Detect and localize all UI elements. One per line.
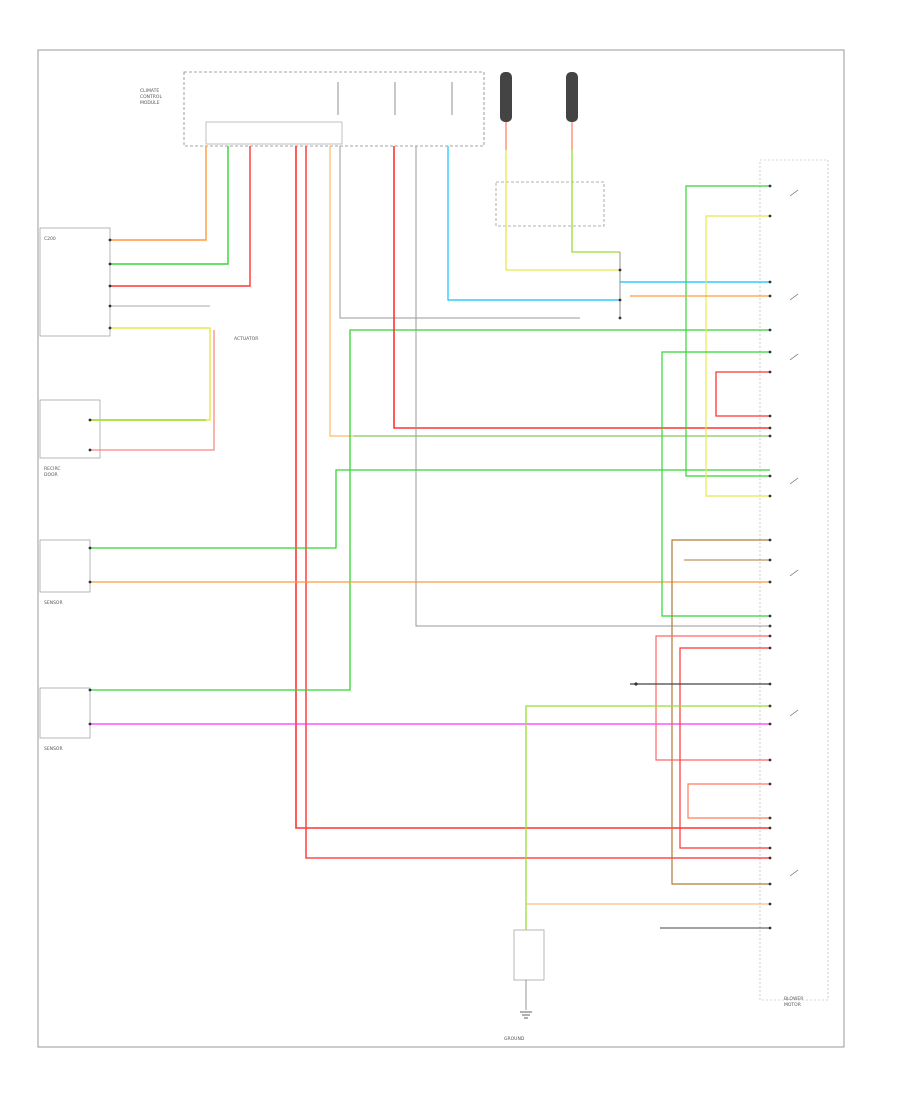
wire-salmon-lower (687, 783, 770, 819)
wire-red-recirc (90, 330, 215, 451)
wire-red-1 (110, 146, 251, 287)
wire-red-long-2 (305, 146, 770, 859)
wire-yellow-1 (90, 327, 211, 421)
sensor-box-lower (39, 687, 91, 739)
outer-frame (37, 49, 845, 1048)
sensor-lower-label: SENSOR (44, 746, 63, 752)
wire-yellow-right-top (705, 215, 770, 497)
climate-module-inner (205, 121, 343, 145)
left-connector-box (39, 227, 111, 337)
wire-red-right-loop (715, 371, 770, 417)
wire-salmon-right (655, 635, 770, 761)
ground-symbol (520, 1011, 532, 1019)
top-sensor-1 (500, 72, 512, 122)
recirc-door-box (39, 399, 101, 459)
wire-lime-ground (525, 705, 770, 930)
wire-orange-1 (110, 146, 207, 241)
wire-yellow-top (505, 150, 620, 271)
wire-brown-1 (671, 539, 770, 885)
wire-gray-long (339, 146, 580, 319)
recirc-door-label-1: RECIRC (44, 466, 60, 472)
right-switches (789, 189, 799, 877)
connector-dots (88, 184, 772, 930)
ground-label: GROUND (504, 1036, 525, 1042)
wire-orange-long (329, 146, 770, 437)
wire-green-long-2 (90, 469, 770, 549)
module-label-line-2: CONTROL (140, 94, 162, 100)
top-sensor-2 (566, 72, 578, 122)
wire-lime-top (571, 150, 620, 253)
wire-green-right-top (685, 185, 770, 477)
blower-label-1: BLOWER (784, 996, 803, 1002)
bottom-ground-box (513, 929, 545, 981)
relay-box (495, 181, 605, 227)
wire-green-1 (110, 146, 229, 265)
wire-red-long-1 (295, 146, 770, 829)
blower-label-2: MOTOR (784, 1002, 801, 1008)
wire-red-right (393, 146, 770, 429)
module-label-line-3: MODULE (140, 100, 160, 106)
sensor-box-upper (39, 539, 91, 593)
left-connector-label: C200 (44, 236, 56, 242)
recirc-door-label-2: DOOR (44, 472, 58, 478)
actuator-label: ACTUATOR (234, 336, 258, 342)
right-connector-column (759, 159, 829, 1001)
wire-gray-right (415, 146, 770, 627)
wire-red-right-lower (679, 647, 770, 849)
wire-cyan-1 (447, 146, 620, 301)
wire-green-long-1 (90, 329, 770, 691)
sensor-upper-label: SENSOR (44, 600, 63, 606)
wire-green-right-mid (661, 351, 770, 617)
climate-module-box (183, 71, 485, 147)
module-label-block: CLIMATE CONTROL MODULE (140, 88, 162, 106)
module-label-line-1: CLIMATE (140, 88, 159, 94)
